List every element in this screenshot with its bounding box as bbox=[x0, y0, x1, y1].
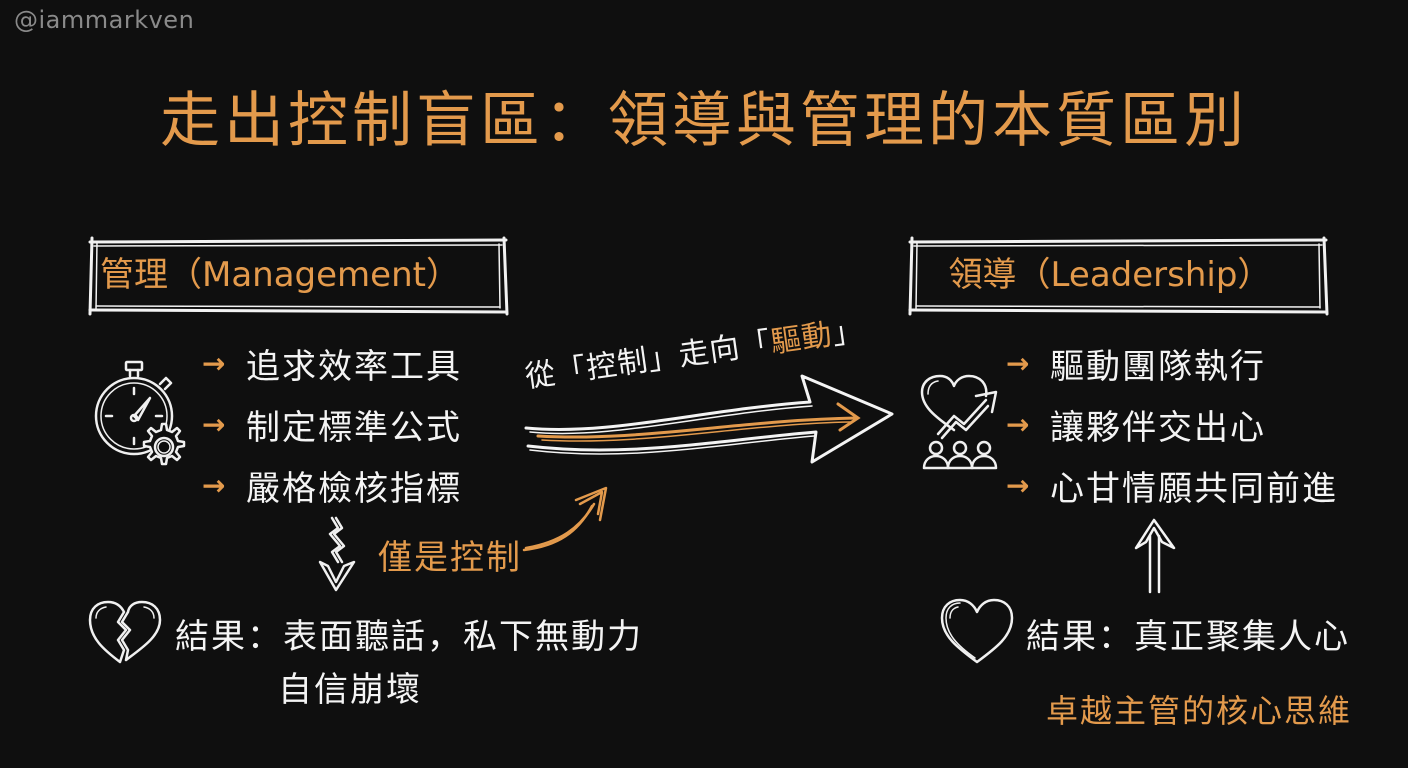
management-result-line2: 自信崩壞 bbox=[278, 670, 422, 710]
leadership-list: → 驅動團隊執行 → 讓夥伴交出心 → 心甘情願共同前進 bbox=[1006, 333, 1338, 516]
arrow-right-icon: → bbox=[202, 347, 228, 380]
management-heading: 管理（Management） bbox=[100, 254, 460, 295]
list-item-label: 驅動團隊執行 bbox=[1050, 347, 1266, 387]
tagline: 卓越主管的核心思維 bbox=[1046, 692, 1353, 730]
list-item: → 追求效率工具 bbox=[202, 333, 462, 394]
arrow-right-icon: → bbox=[202, 408, 228, 441]
leadership-heading-box: 領導（Leadership） bbox=[906, 236, 1330, 316]
arrow-right-icon: → bbox=[1006, 408, 1032, 441]
management-result: 結果：表面聽話，私下無動力 bbox=[175, 617, 643, 657]
list-item: → 驅動團隊執行 bbox=[1006, 333, 1338, 394]
list-item: → 心甘情願共同前進 bbox=[1006, 455, 1338, 516]
only-control-note: 僅是控制 bbox=[378, 538, 522, 578]
list-item-label: 制定標準公式 bbox=[246, 408, 462, 448]
list-item-label: 心甘情願共同前進 bbox=[1050, 469, 1338, 509]
management-list: → 追求效率工具 → 制定標準公式 → 嚴格檢核指標 bbox=[202, 333, 462, 516]
list-item-label: 嚴格檢核指標 bbox=[246, 469, 462, 509]
transition-highlight: 驅動 bbox=[768, 317, 835, 361]
list-item: → 制定標準公式 bbox=[202, 394, 462, 455]
heart-growth-team-icon bbox=[920, 374, 998, 470]
jagged-down-arrow-icon bbox=[318, 516, 356, 592]
list-item-label: 追求效率工具 bbox=[246, 347, 462, 387]
transition-bracket-open: 「 bbox=[737, 325, 774, 365]
leadership-result: 結果：真正聚集人心 bbox=[1026, 617, 1350, 657]
list-item-label: 讓夥伴交出心 bbox=[1050, 408, 1266, 448]
arrow-right-icon: → bbox=[1006, 469, 1032, 502]
management-heading-box: 管理（Management） bbox=[86, 236, 510, 316]
arrow-right-icon: → bbox=[202, 469, 228, 502]
broken-heart-icon bbox=[88, 600, 162, 664]
curved-up-arrow-icon bbox=[522, 486, 608, 552]
big-right-arrow-icon bbox=[524, 374, 894, 464]
heart-icon bbox=[940, 598, 1014, 664]
watermark: @iammarkven bbox=[14, 6, 195, 34]
list-item: → 嚴格檢核指標 bbox=[202, 455, 462, 516]
stopwatch-gear-icon bbox=[94, 360, 186, 466]
up-arrow-icon bbox=[1134, 518, 1176, 594]
page-title: 走出控制盲區：領導與管理的本質區別 bbox=[160, 86, 1248, 156]
arrow-right-icon: → bbox=[1006, 347, 1032, 380]
list-item: → 讓夥伴交出心 bbox=[1006, 394, 1338, 455]
transition-bracket-close: 」 bbox=[829, 312, 866, 352]
leadership-heading: 領導（Leadership） bbox=[948, 254, 1272, 295]
